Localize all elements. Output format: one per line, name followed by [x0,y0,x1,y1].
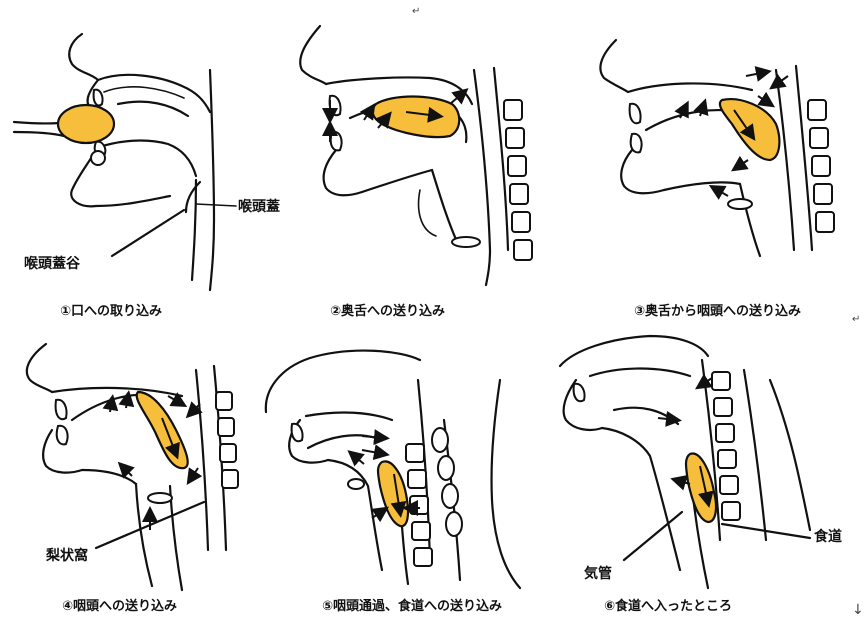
panel-6-caption: ⑥食道へ入ったところ [604,598,732,614]
panel-5-pharyngeal-passage [264,349,522,590]
label-trachea: 気管 [584,565,612,582]
panel-4-into-pharynx: 梨状窩 [25,342,239,592]
panel-2-caption: ②奥舌への送り込み [330,303,445,319]
panel-6-into-esophagus: 食道 気管 [558,334,842,590]
paragraph-mark: ↵ [412,6,420,17]
label-epiglottis: 喉頭蓋 [238,198,280,215]
panel-2-to-back-of-tongue [299,24,533,287]
label-esophagus: 食道 [814,528,842,545]
panel-1-intake: 喉頭蓋 喉頭蓋谷 [12,32,280,292]
paragraph-mark: ↵ [852,314,860,325]
panel-5-caption: ⑤咽頭通過、食道への送り込み [322,598,502,614]
label-vallecula: 喉頭蓋谷 [24,255,81,272]
label-piriform-sinus: 梨状窩 [45,547,88,564]
paragraph-mark: ↓ [852,602,864,618]
panel-4-caption: ④咽頭への送り込み [62,598,177,614]
panel-3-to-pharynx [599,38,835,258]
panel-3-caption: ③奥舌から咽頭への送り込み [634,303,801,319]
panel-1-caption: ①口への取り込み [60,303,162,319]
